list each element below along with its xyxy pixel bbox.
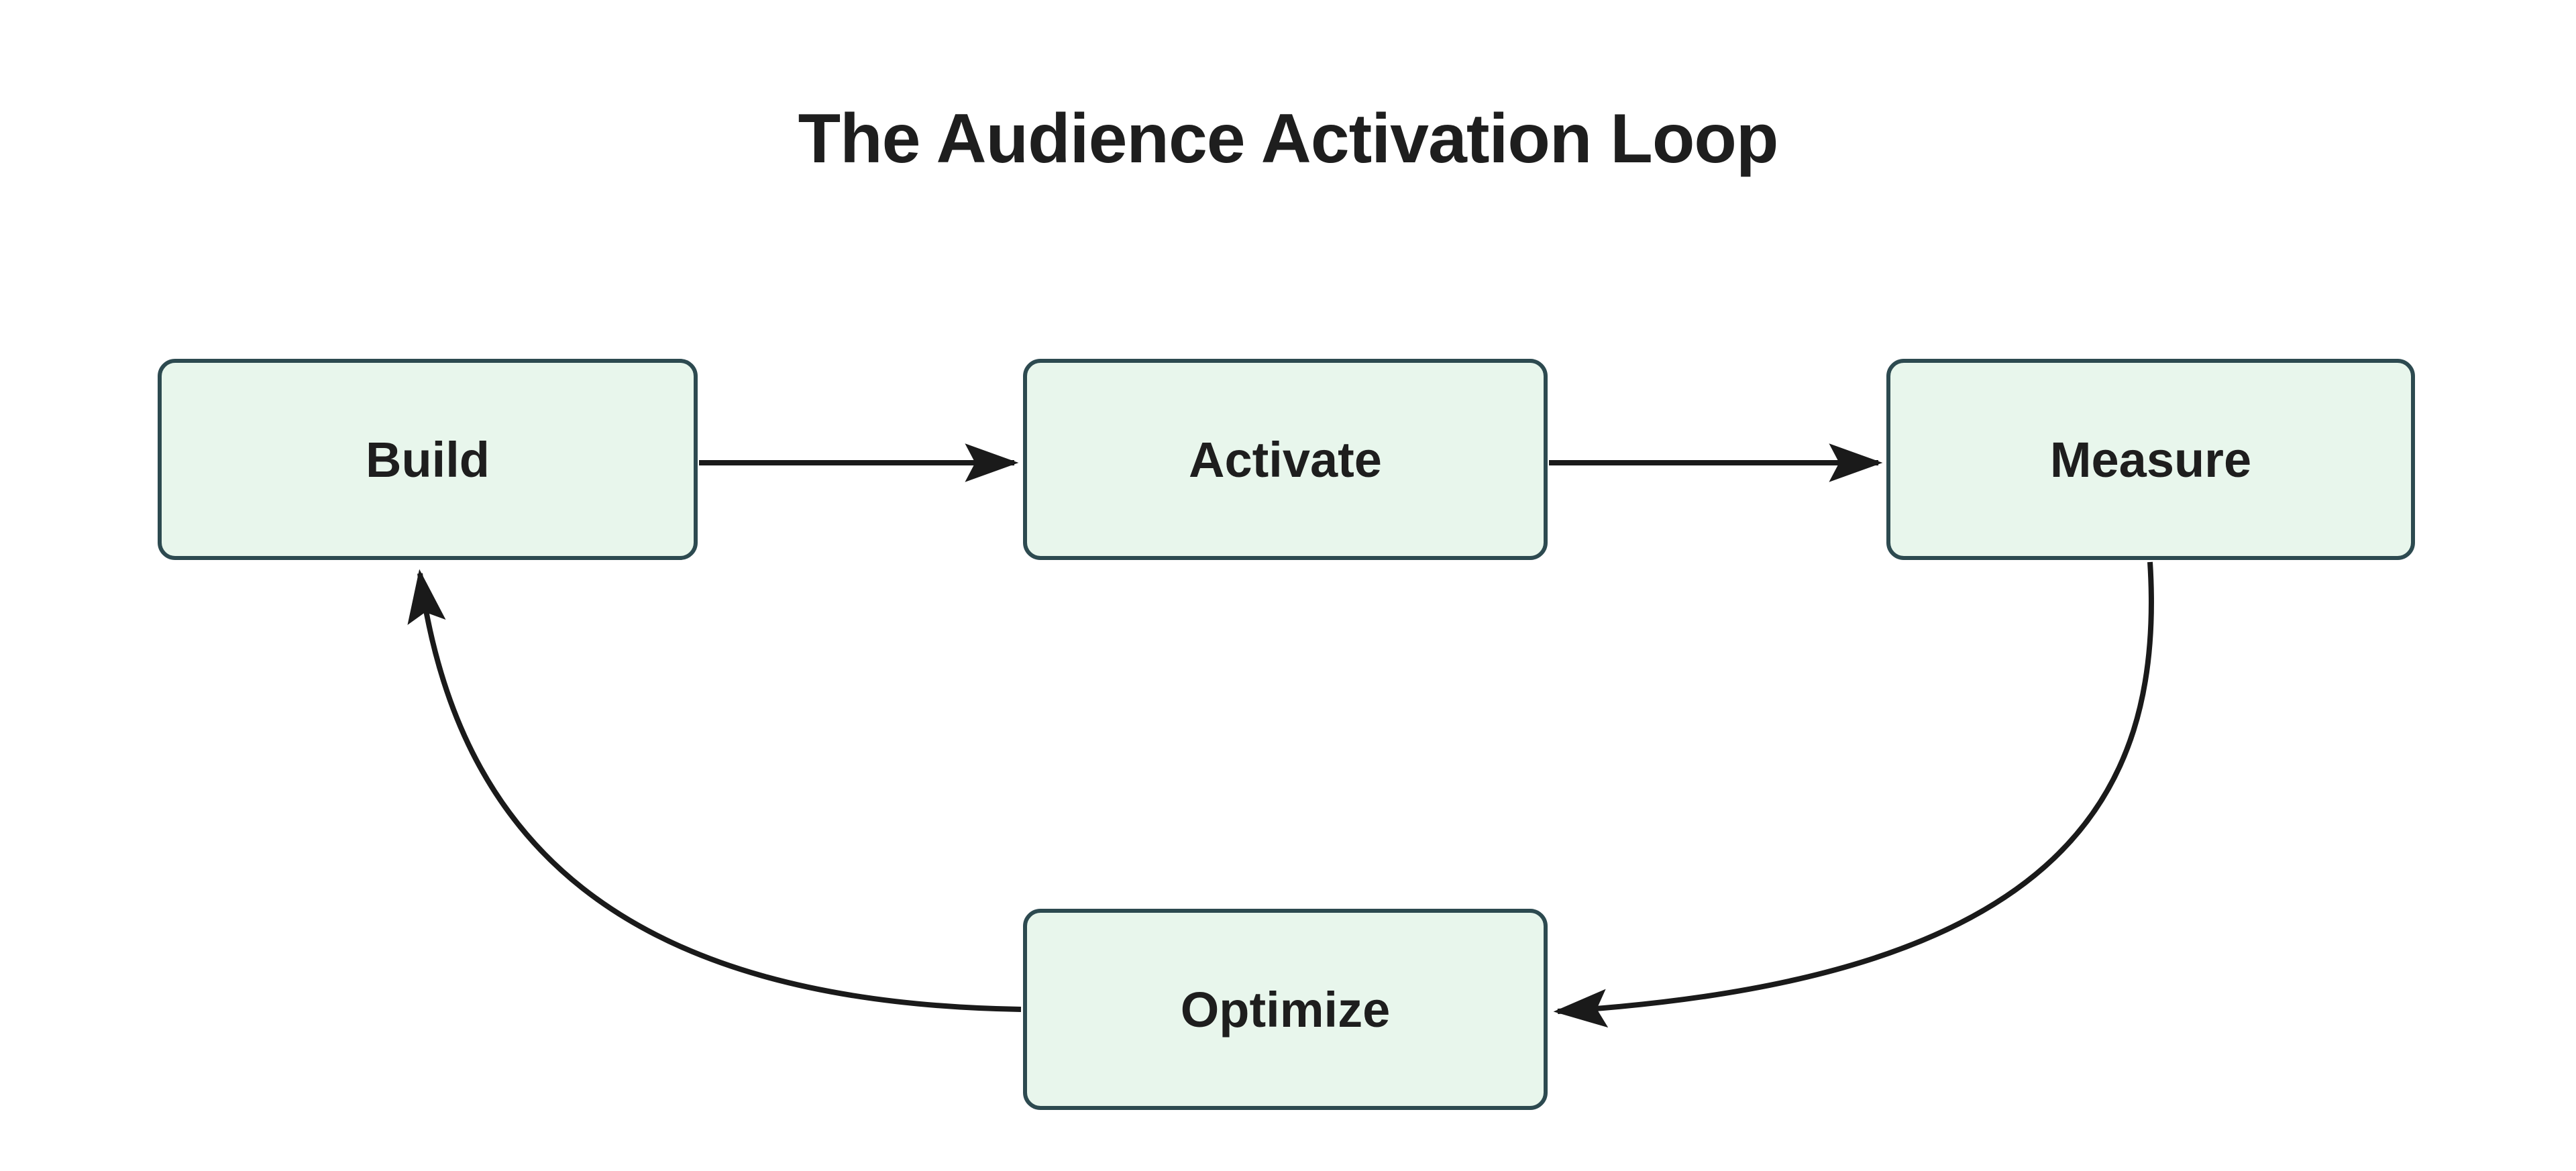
node-activate-label: Activate (1189, 431, 1382, 488)
node-optimize-label: Optimize (1180, 981, 1391, 1038)
node-build-label: Build (366, 431, 490, 488)
page-title: The Audience Activation Loop (798, 100, 1779, 178)
node-activate[interactable]: Activate (1023, 359, 1548, 560)
node-measure-label: Measure (2049, 431, 2252, 488)
edge-optimize-to-build (407, 569, 1022, 1012)
node-measure[interactable]: Measure (1886, 359, 2415, 560)
node-optimize[interactable]: Optimize (1023, 909, 1548, 1110)
node-build[interactable]: Build (158, 359, 698, 560)
edge-measure-to-optimize (1553, 561, 2154, 1028)
